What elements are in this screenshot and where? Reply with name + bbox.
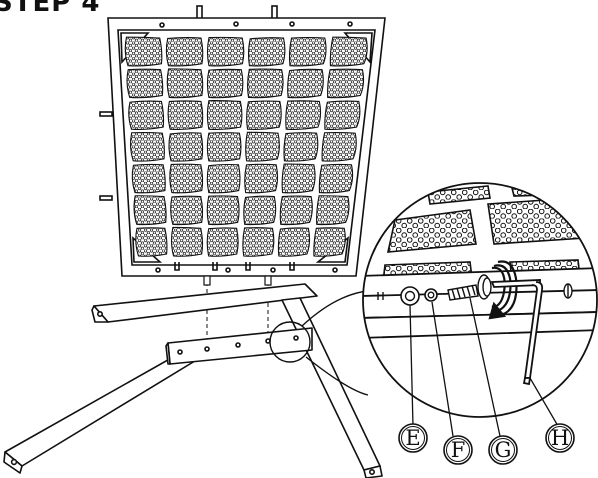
mesh-panel bbox=[279, 195, 313, 226]
callout-f: F bbox=[443, 435, 473, 465]
mesh-panel bbox=[165, 37, 204, 67]
mesh-panel bbox=[288, 36, 327, 67]
mesh-panel bbox=[170, 226, 204, 257]
zoom-detail bbox=[363, 183, 597, 417]
mesh-panel bbox=[133, 195, 167, 226]
hex-key-h bbox=[490, 279, 544, 386]
callout-label-f: F bbox=[451, 438, 466, 462]
mesh-panel bbox=[246, 100, 282, 130]
callout-leaders bbox=[409, 297, 559, 437]
washer-f bbox=[424, 288, 438, 302]
dowel-right bbox=[264, 275, 272, 286]
mesh-panel bbox=[168, 132, 204, 162]
mesh-panel bbox=[316, 195, 350, 226]
mesh-panel bbox=[206, 163, 241, 194]
mesh-panel bbox=[128, 100, 165, 130]
step-title: STEP 4 bbox=[0, 0, 101, 18]
mesh-panel bbox=[329, 36, 368, 67]
callout-e: E bbox=[398, 423, 428, 453]
mesh-panel bbox=[277, 227, 311, 257]
mesh-panel bbox=[206, 100, 243, 130]
mesh-panel bbox=[167, 100, 204, 130]
mesh-panel bbox=[135, 227, 168, 257]
side-peg-upper bbox=[99, 111, 113, 117]
magnifier-source-circle bbox=[269, 321, 311, 363]
mesh-panel bbox=[281, 163, 316, 194]
callout-label-h: H bbox=[551, 426, 569, 450]
mesh-panel bbox=[244, 163, 279, 194]
rotation-arrow bbox=[488, 260, 518, 320]
mesh-panel bbox=[313, 227, 346, 257]
mesh-panel bbox=[283, 132, 319, 162]
mesh-panel bbox=[247, 37, 286, 67]
callout-h: H bbox=[545, 423, 575, 453]
side-peg-lower bbox=[99, 195, 113, 201]
zoom-circle-border bbox=[362, 182, 598, 418]
washer-e bbox=[400, 286, 420, 306]
mesh-panel bbox=[166, 68, 204, 99]
mesh-panel bbox=[318, 163, 354, 194]
mesh-panel bbox=[287, 68, 324, 99]
callout-label-g: G bbox=[495, 438, 512, 462]
base-stand bbox=[3, 283, 383, 478]
mesh-panel bbox=[170, 195, 204, 226]
mesh-panel bbox=[131, 163, 166, 194]
screw-g bbox=[447, 274, 492, 301]
mesh-panel bbox=[327, 68, 365, 99]
mesh-panel bbox=[324, 100, 361, 130]
mesh-panel bbox=[247, 68, 284, 99]
mesh-panel bbox=[245, 131, 280, 162]
mesh-panel bbox=[129, 131, 165, 162]
mesh-panel bbox=[285, 100, 322, 130]
dowel-left bbox=[203, 275, 211, 286]
callout-g: G bbox=[488, 435, 518, 465]
frame-dowels bbox=[203, 275, 272, 286]
mesh-panel bbox=[206, 132, 242, 162]
mesh-panel bbox=[206, 36, 245, 67]
mesh-panel bbox=[126, 68, 164, 99]
frame-inner bbox=[117, 29, 376, 266]
mesh-panel bbox=[243, 195, 277, 226]
target-mesh bbox=[124, 36, 368, 257]
mesh-panel bbox=[242, 227, 275, 257]
mesh-panel bbox=[206, 68, 244, 99]
mesh-panel bbox=[206, 227, 239, 257]
mesh-panel bbox=[169, 163, 204, 194]
mesh-panel bbox=[321, 131, 357, 162]
mesh-panel bbox=[206, 195, 240, 226]
callout-label-e: E bbox=[405, 426, 420, 450]
base-left-leg bbox=[4, 351, 209, 467]
mesh-panel bbox=[124, 36, 163, 67]
